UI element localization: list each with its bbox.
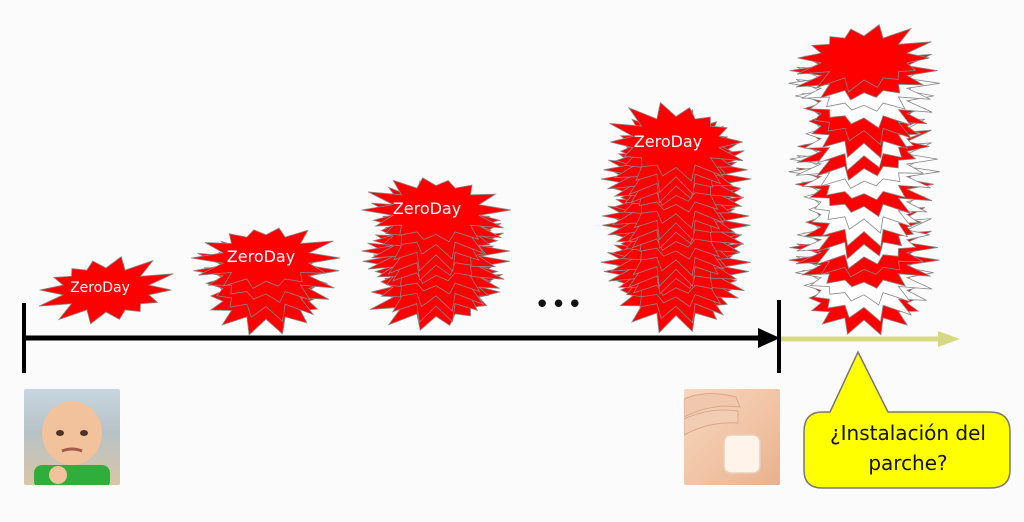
- callout-bubble: [803, 350, 1011, 489]
- timeline: [22, 300, 781, 373]
- baby-success-photo: [24, 389, 120, 485]
- patch-illustration: [684, 393, 761, 474]
- future-timeline-arrowhead: [938, 331, 960, 347]
- zero-day-burst-1-1: [38, 256, 174, 325]
- zero-day-burst-3-1: [361, 177, 512, 243]
- future-timeline: [781, 331, 960, 347]
- zero-day-bursts: [38, 24, 940, 336]
- callout-text: ¿Instalación del parche?: [804, 418, 1012, 478]
- baby-illustration: [34, 401, 110, 485]
- callout-line-1: ¿Instalación del: [830, 421, 986, 445]
- patch-on-shoulder-photo: [684, 389, 780, 485]
- ellipsis: •••: [534, 290, 584, 320]
- future-burst-1: [796, 24, 932, 93]
- zero-day-burst-2-1: [191, 227, 341, 289]
- zero-day-burst-4-1: [609, 101, 744, 182]
- timeline-arrowhead: [758, 328, 780, 348]
- callout-line-2: parche?: [868, 451, 948, 475]
- patch-callout: [803, 350, 1011, 489]
